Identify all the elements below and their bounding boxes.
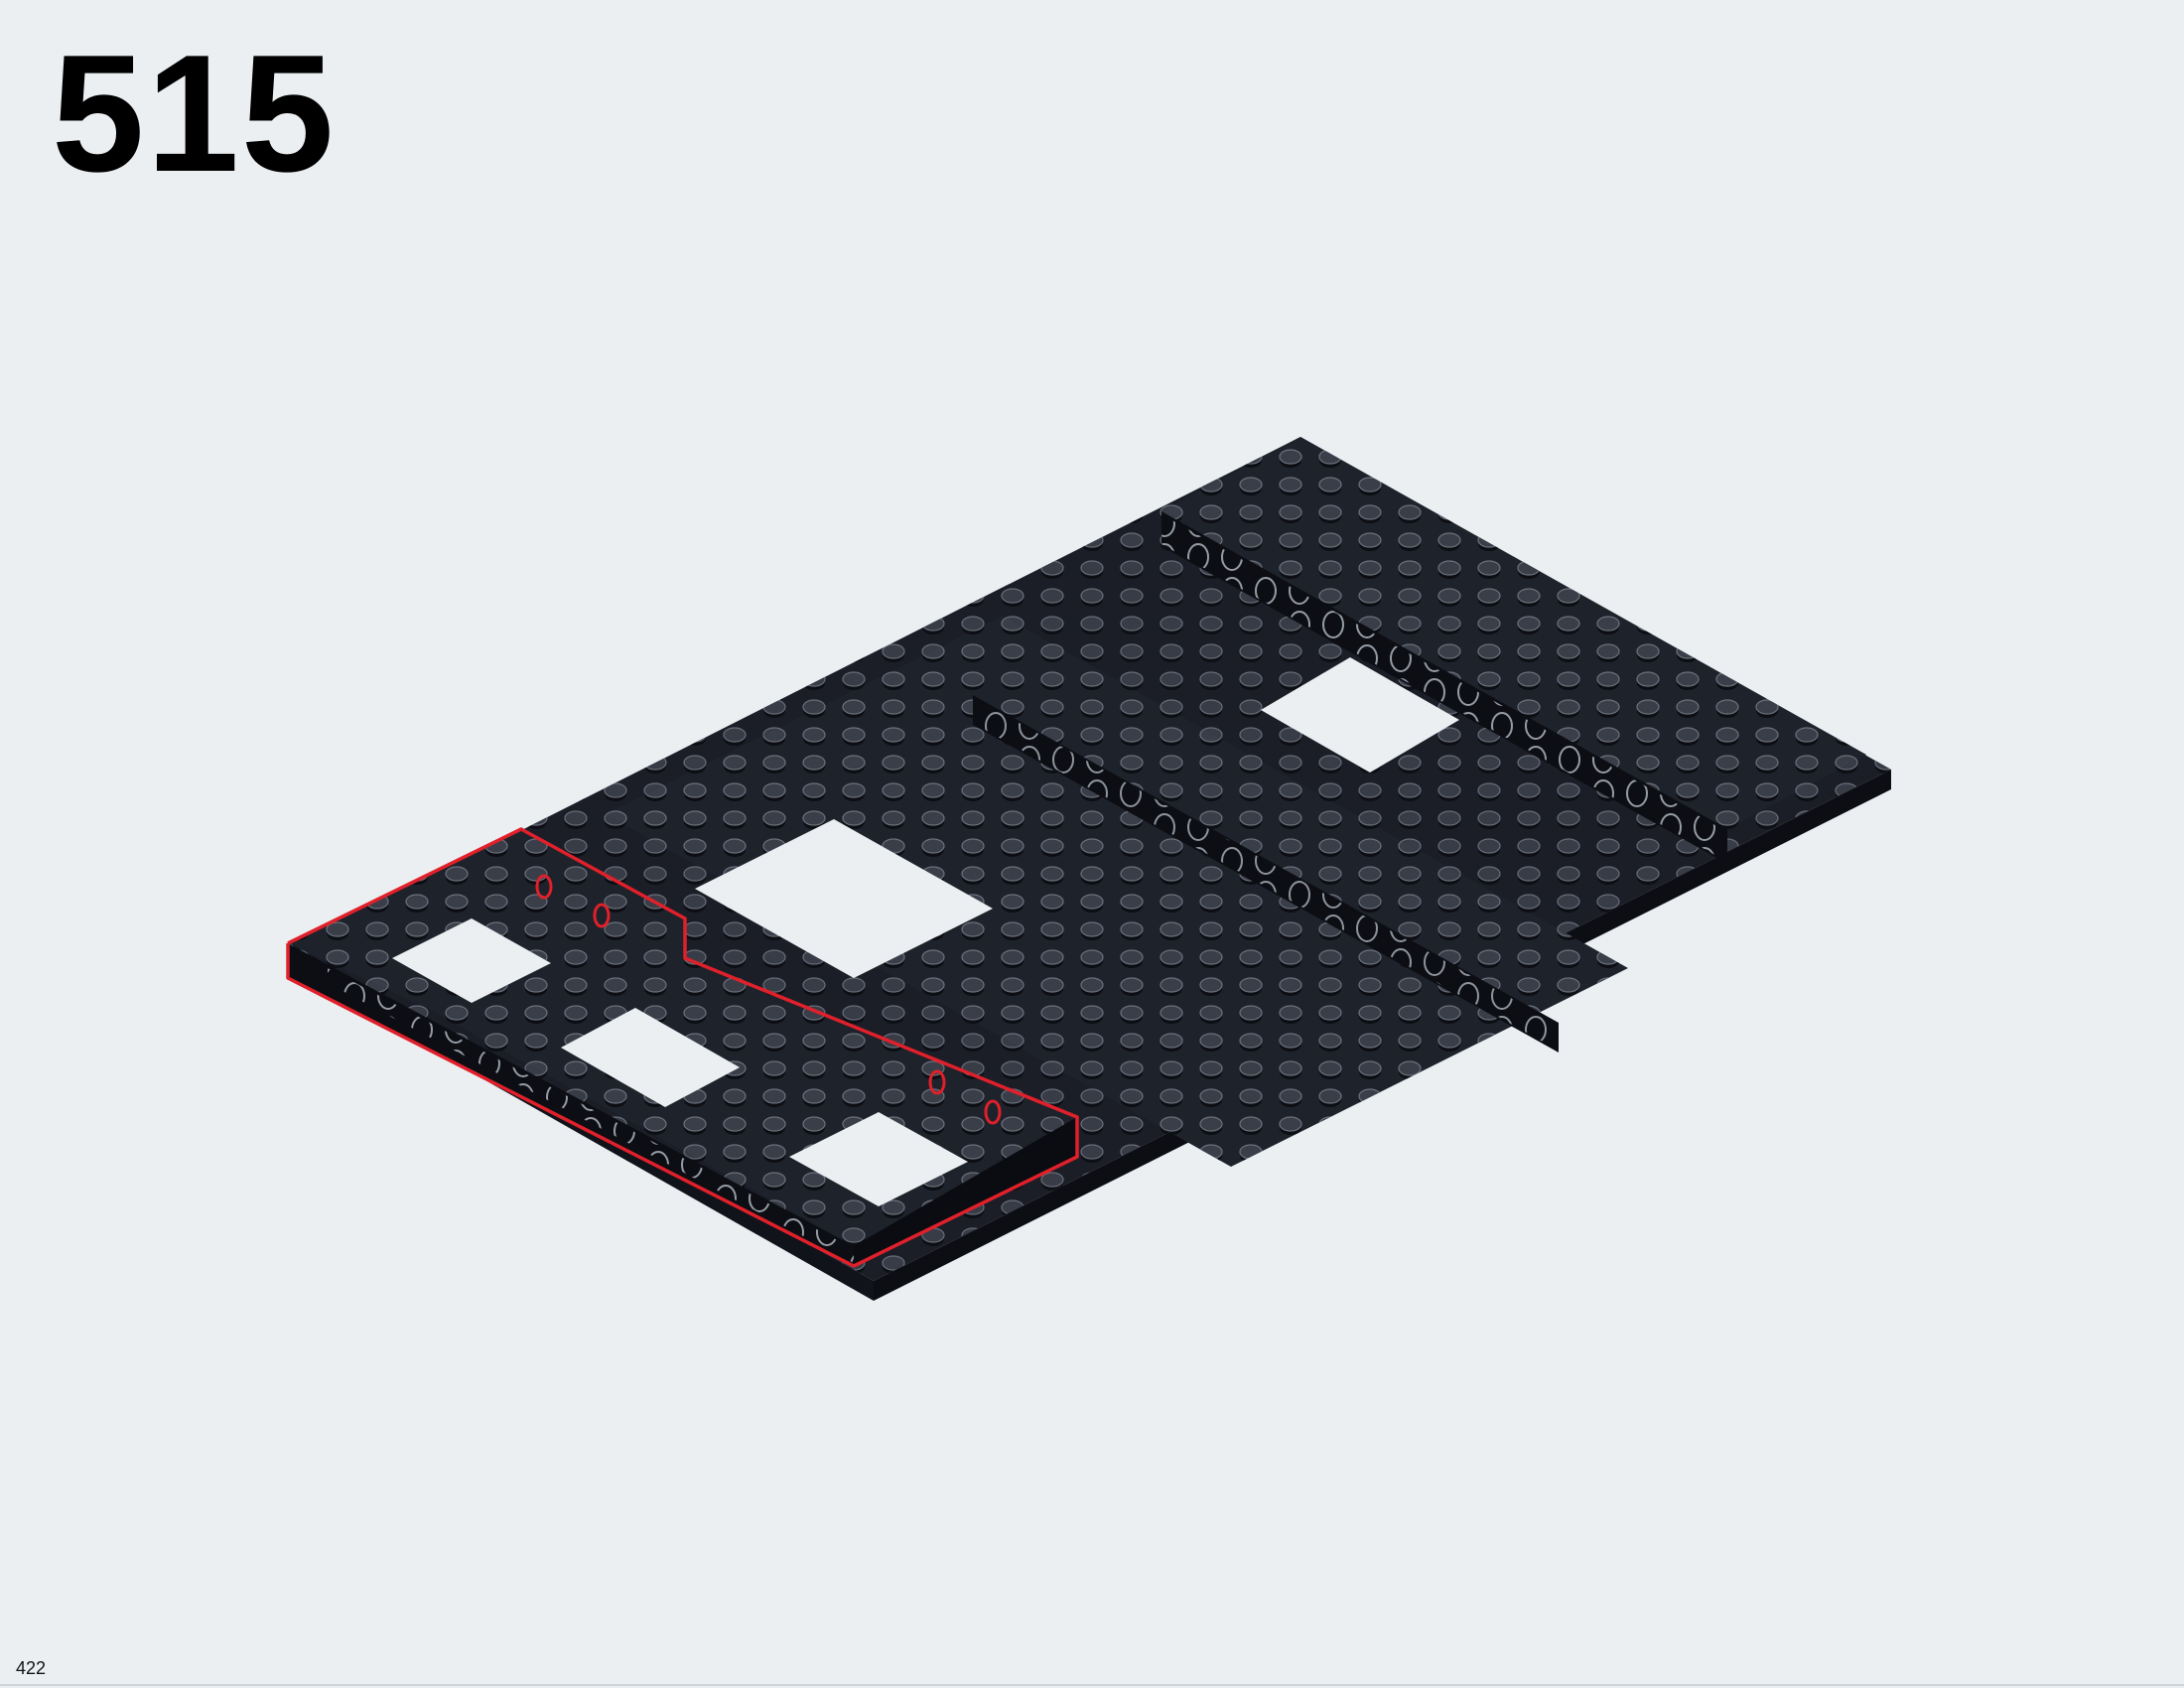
- new-frame-side: [854, 1117, 1077, 1266]
- middle-frame-holes: [973, 697, 1559, 1051]
- highlight-hole-4: [984, 1099, 1002, 1125]
- new-frame-holes: [328, 968, 854, 1263]
- upper-frame-holes: [1161, 514, 1727, 862]
- opening-upper: [1261, 657, 1459, 773]
- plate-openings: [695, 657, 1459, 978]
- page-number: 422: [16, 1658, 47, 1678]
- frame-opening-2: [561, 1008, 740, 1107]
- highlight-hole-3: [928, 1069, 946, 1095]
- upper-frame-studs: [1161, 437, 1866, 829]
- frame-opening-3: [789, 1112, 968, 1206]
- highlight-hole-2: [593, 903, 611, 928]
- bottom-divider: [0, 1684, 2184, 1686]
- middle-frame-studs: [606, 616, 1628, 1167]
- opening-middle: [695, 819, 993, 978]
- highlighted-new-frame: [286, 827, 1079, 1268]
- highlight-hole-1: [535, 874, 553, 900]
- frame-opening-1: [392, 918, 551, 1003]
- upper-frame: [1161, 437, 1866, 864]
- highlight-outline: [286, 827, 1079, 1268]
- step-number: 515: [52, 20, 337, 207]
- middle-frame: [606, 616, 1628, 1167]
